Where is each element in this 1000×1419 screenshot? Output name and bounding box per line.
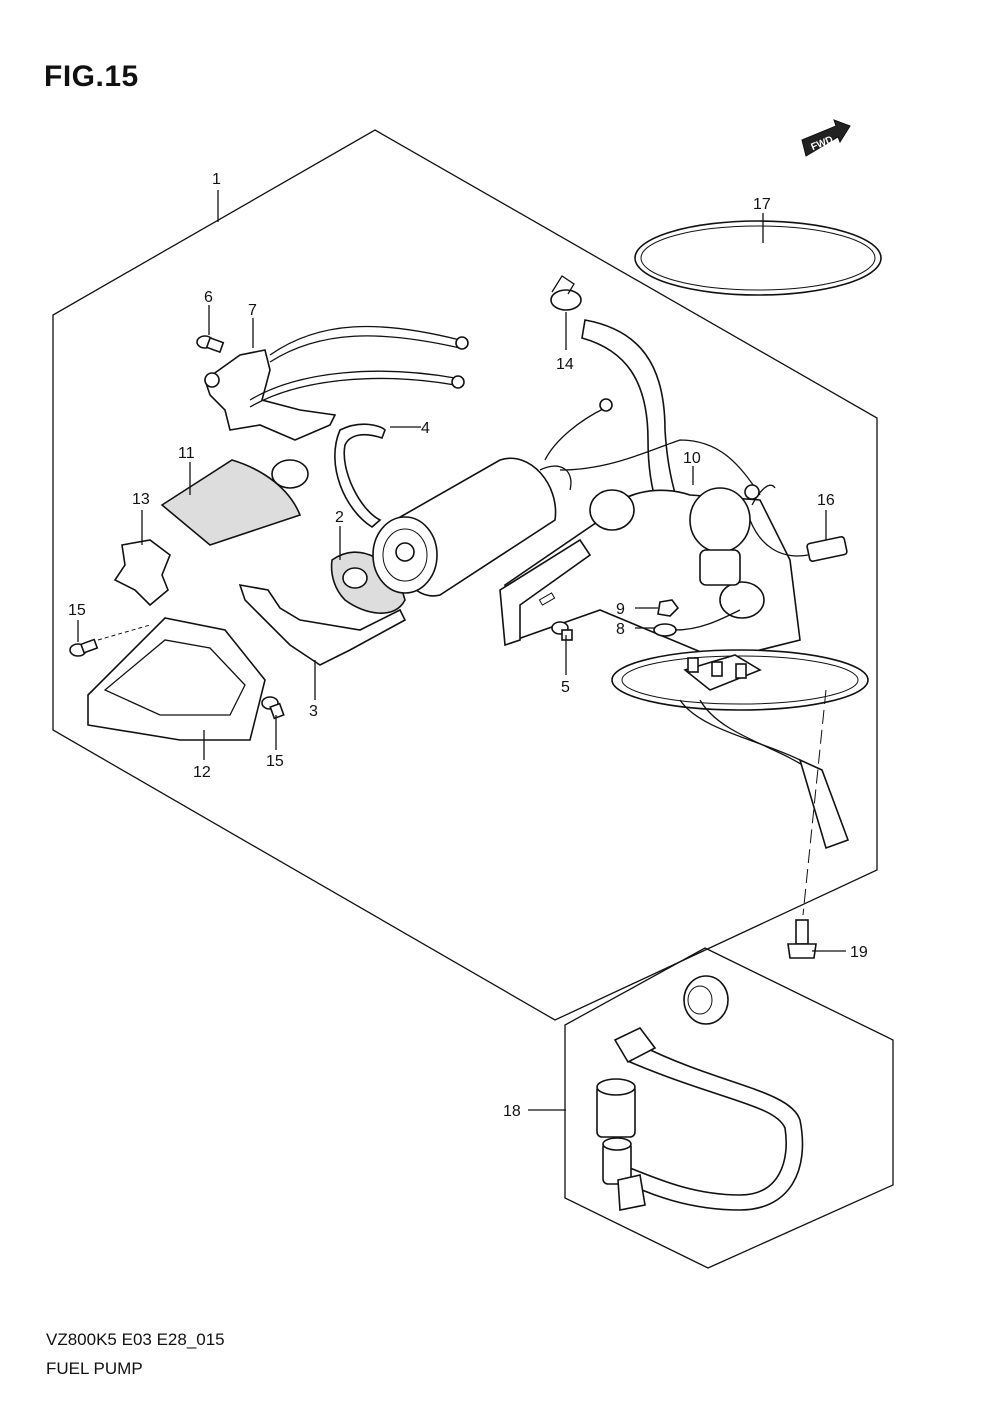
callout-10: 10 — [683, 450, 701, 467]
screw-part-5 — [551, 621, 573, 641]
upper-bracket-part-7 — [204, 325, 469, 441]
fuel-pump-cylinder — [372, 457, 572, 597]
strainer-part-11 — [160, 459, 309, 546]
connector-part-16 — [744, 484, 848, 562]
cover-part-12 — [87, 617, 266, 741]
callout-15-right: 15 — [266, 753, 284, 770]
nut-part-9 — [657, 599, 680, 617]
callout-14: 14 — [556, 356, 574, 373]
plate-part-13 — [113, 539, 171, 607]
fwd-arrow-icon: FWD — [801, 119, 851, 157]
pump-body-part-10 — [504, 487, 801, 661]
mounting-plate — [611, 649, 869, 771]
callout-15-left: 15 — [68, 602, 86, 619]
hose-assembly-part-18 — [596, 975, 804, 1211]
pump-bracket-rail — [499, 538, 592, 647]
screw-part-15-left — [69, 624, 151, 657]
assembly-outline-box — [52, 129, 878, 1021]
callout-1: 1 — [212, 171, 221, 188]
callout-9: 9 — [616, 601, 625, 618]
screw-part-15-right — [261, 696, 285, 720]
hose-clamp-part-14 — [550, 275, 582, 311]
diagram-code: VZ800K5 E03 E28_015 — [46, 1330, 225, 1349]
leader-lines — [77, 190, 846, 1111]
callout-12: 12 — [193, 764, 211, 781]
bolt-part-19 — [787, 689, 827, 959]
diagram-caption: FUEL PUMP — [46, 1359, 143, 1378]
hose-kit-outline-box — [564, 947, 894, 1269]
figure-number: FIG.15 — [44, 60, 139, 93]
callout-13: 13 — [132, 491, 150, 508]
callout-3: 3 — [309, 703, 318, 720]
wire-harness-sleeve — [798, 758, 850, 850]
callout-4: 4 — [421, 420, 430, 437]
lower-bracket-part-3 — [238, 583, 407, 666]
gasket-ring-part-17 — [634, 220, 882, 296]
callout-18: 18 — [503, 1103, 521, 1120]
callout-11: 11 — [178, 445, 195, 462]
callout-2: 2 — [335, 509, 344, 526]
callout-17: 17 — [753, 196, 771, 213]
washer-part-8 — [653, 623, 677, 637]
callout-5: 5 — [561, 679, 570, 696]
callout-16: 16 — [817, 492, 835, 509]
pump-wiring — [544, 407, 761, 496]
callout-6: 6 — [204, 289, 213, 306]
callout-7: 7 — [248, 302, 257, 319]
callout-8: 8 — [616, 621, 625, 638]
band-clamp-part-4 — [334, 423, 386, 528]
screw-part-6 — [196, 335, 225, 354]
callout-19: 19 — [850, 944, 868, 961]
